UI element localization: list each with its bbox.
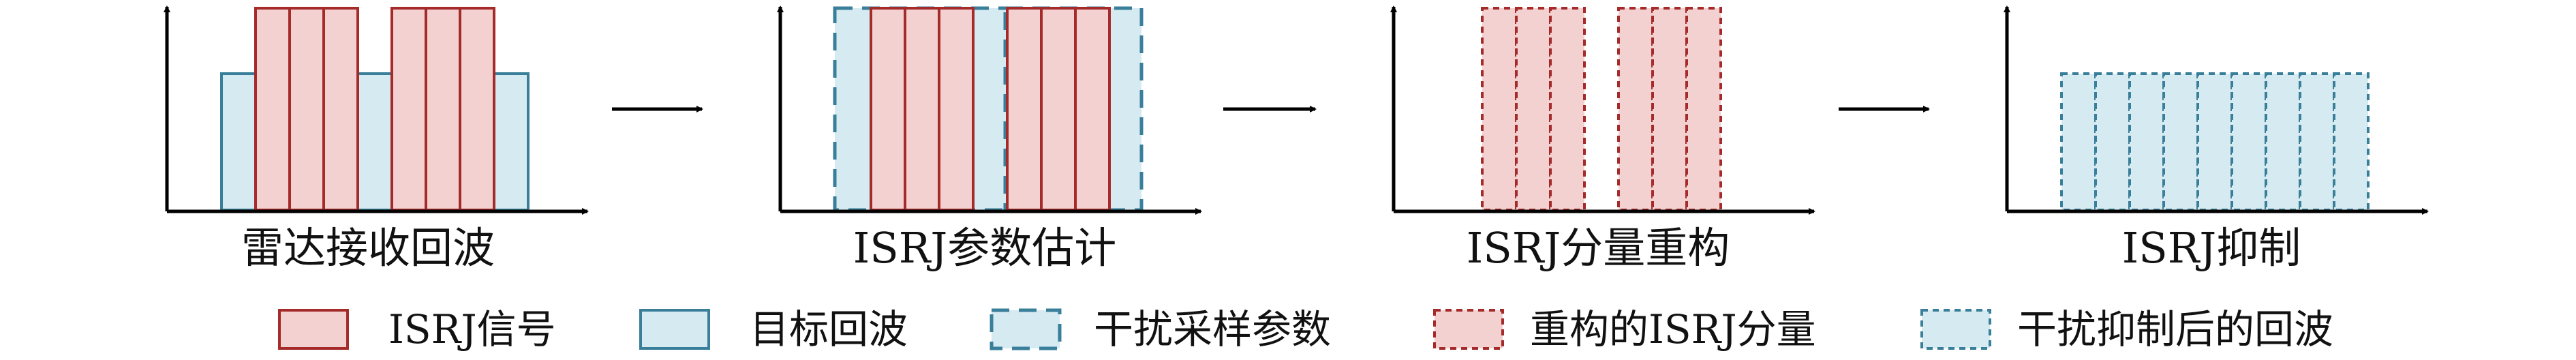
panel-label: 雷达接收回波	[241, 223, 495, 273]
legend-label: 目标回波	[750, 306, 908, 352]
suppressed-echo-segment	[2162, 72, 2199, 211]
axes	[2004, 5, 2429, 215]
legend-label: 干扰采样参数	[1094, 306, 1331, 352]
isrj-segment	[322, 7, 359, 211]
reconstructed-isrj-blocks	[1481, 7, 1722, 211]
isrj-segment	[288, 7, 325, 211]
suppressed-echo-blocks	[2060, 72, 2370, 211]
reconstructed-isrj-segment	[1549, 7, 1586, 211]
suppressed-echo-segment	[2094, 72, 2131, 211]
echo-segment	[493, 72, 530, 211]
isrj-segment	[1040, 7, 1077, 211]
legend-swatch-echo	[639, 309, 710, 350]
suppressed-echo-segment	[2196, 72, 2233, 211]
panel-label: ISRJ分量重构	[1467, 223, 1730, 273]
legend-item-suppressed-echo: 干扰抑制后的回波	[1920, 306, 2333, 352]
suppressed-echo-segment	[2333, 72, 2370, 211]
isrj-segment	[390, 7, 427, 211]
isrj-segment	[938, 7, 975, 211]
legend-swatch-suppressed	[1920, 309, 1991, 350]
isrj-segment	[1006, 7, 1043, 211]
panel-label: ISRJ参数估计	[853, 223, 1117, 273]
axes	[164, 5, 589, 215]
legend-label: ISRJ信号	[388, 306, 556, 352]
suppressed-echo-segment	[2299, 72, 2335, 211]
panel-received-echo: 雷达接收回波	[164, 5, 589, 273]
panel-parameter-estimation: ISRJ参数估计	[777, 5, 1202, 273]
legend-item-sampling-parameters: 干扰采样参数	[990, 306, 1331, 352]
legend-item-target-echo: 目标回波	[639, 306, 908, 352]
panel-reconstruction: ISRJ分量重构	[1390, 5, 1815, 273]
suppressed-echo-segment	[2230, 72, 2267, 211]
reconstructed-isrj-segment	[1617, 7, 1654, 211]
isrj-blocks	[870, 7, 1111, 211]
reconstructed-isrj-segment	[1481, 7, 1518, 211]
legend-item-reconstructed-isrj: 重构的ISRJ分量	[1433, 306, 1816, 352]
isrj-segment	[1074, 7, 1111, 211]
legend-swatch-reconstructed	[1433, 309, 1504, 350]
legend-label: 重构的ISRJ分量	[1530, 306, 1816, 352]
legend-label: 干扰抑制后的回波	[2017, 306, 2333, 352]
legend-swatch-sampling	[990, 308, 1062, 350]
echo-blocks	[220, 72, 530, 211]
isrj-segment	[904, 7, 940, 211]
suppressed-echo-segment	[2265, 72, 2301, 211]
isrj-segment	[870, 7, 906, 211]
legend: ISRJ信号 目标回波 干扰采样参数 重构的ISRJ分量 干扰抑制后的回波	[278, 306, 2333, 352]
echo-segment	[220, 72, 257, 211]
panel-suppression: ISRJ抑制	[2004, 5, 2429, 273]
reconstructed-isrj-segment	[1651, 7, 1688, 211]
suppressed-echo-segment	[2060, 72, 2097, 211]
isrj-segment	[254, 7, 291, 211]
panel-label: ISRJ抑制	[2122, 223, 2301, 273]
reconstructed-isrj-segment	[1685, 7, 1722, 211]
legend-swatch-isrj	[278, 309, 349, 350]
legend-item-isrj-signal: ISRJ信号	[278, 306, 556, 352]
echo-segment	[356, 72, 393, 211]
reconstructed-isrj-segment	[1515, 7, 1552, 211]
suppressed-echo-segment	[2128, 72, 2165, 211]
axes	[1390, 5, 1815, 215]
axes	[777, 5, 1202, 215]
isrj-segment	[459, 7, 495, 211]
isrj-segment	[425, 7, 461, 211]
